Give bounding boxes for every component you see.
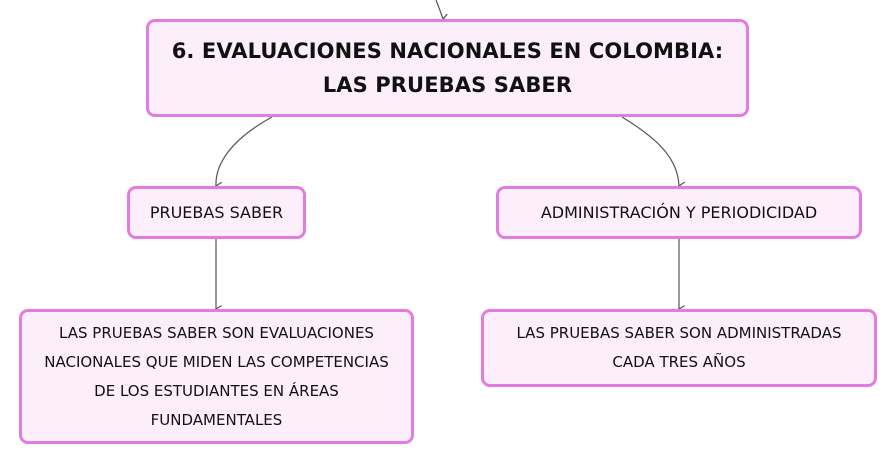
detail-text: LAS PRUEBAS SABER SON ADMINISTRADAS CADA… bbox=[516, 324, 842, 371]
branch-label: PRUEBAS SABER bbox=[149, 202, 284, 222]
branch-label: ADMINISTRACIÓN Y PERIODICIDAD bbox=[540, 202, 818, 222]
detail-node-pruebas-saber[interactable]: LAS PRUEBAS SABER SON EVALUACIONES NACIO… bbox=[19, 309, 414, 444]
detail-text: LAS PRUEBAS SABER SON EVALUACIONES NACIO… bbox=[44, 323, 389, 429]
detail-node-administracion[interactable]: LAS PRUEBAS SABER SON ADMINISTRADAS CADA… bbox=[481, 309, 877, 387]
branch-node-pruebas-saber[interactable]: PRUEBAS SABER bbox=[127, 186, 306, 239]
main-topic-text: 6. EVALUACIONES NACIONALES EN COLOMBIA: … bbox=[171, 39, 724, 97]
connector-main-to-branch-2 bbox=[621, 116, 679, 186]
main-topic-node[interactable]: 6. EVALUACIONES NACIONALES EN COLOMBIA: … bbox=[146, 19, 749, 117]
branch-node-administracion[interactable]: ADMINISTRACIÓN Y PERIODICIDAD bbox=[496, 186, 862, 239]
connector-parent-to-main bbox=[435, 0, 443, 19]
connector-main-to-branch-1 bbox=[216, 116, 273, 186]
